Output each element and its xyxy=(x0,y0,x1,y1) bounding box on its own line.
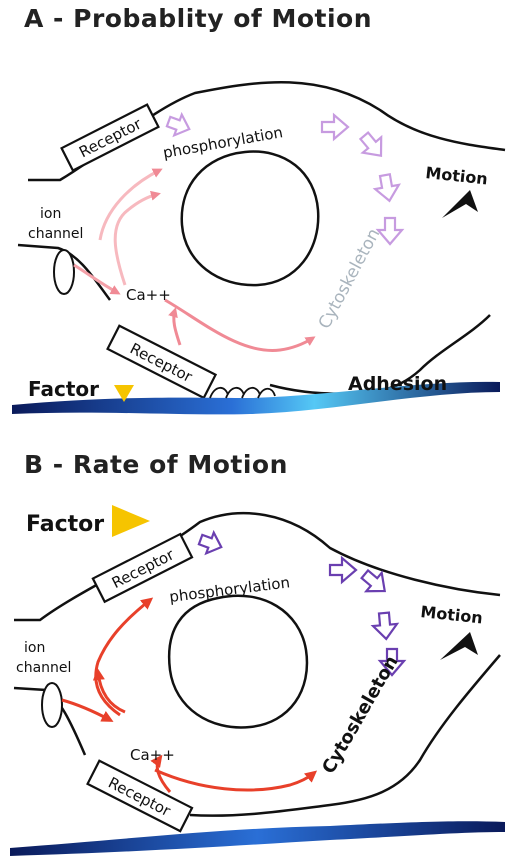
signal-arrow-ca-to-cytoskeleton-b xyxy=(155,770,314,790)
cytoskeleton-label-a: Cytoskeleton xyxy=(315,225,385,332)
factor-label-a: Factor xyxy=(28,377,99,401)
hollow-arrow-b3 xyxy=(357,565,392,600)
ion-label-a: ion xyxy=(40,206,61,222)
factor-triangle-b xyxy=(112,505,150,537)
ion-channel-b xyxy=(42,683,62,727)
motion-arrowhead-b xyxy=(440,632,478,660)
motion-label-a: Motion xyxy=(425,163,489,188)
adhesion-contacts xyxy=(210,388,275,398)
phosphorylation-label-b: phosphorylation xyxy=(168,573,291,606)
motion-label-b: Motion xyxy=(420,602,484,627)
signal-arrow-side-b xyxy=(98,672,125,712)
adhesion-label: Adhesion xyxy=(348,373,447,395)
signal-arrow-channel-to-ca xyxy=(74,265,118,293)
ion-channel xyxy=(54,250,74,294)
cytoskeleton-label-b: Cytoskeleton xyxy=(318,652,402,777)
hollow-arrow-b1 xyxy=(197,529,225,557)
signal-arrow-up-left xyxy=(115,194,158,285)
ion-label-b: ion xyxy=(24,640,45,656)
channel-label-b: channel xyxy=(16,660,71,676)
signal-arrow-ca-to-cytoskeleton xyxy=(165,300,313,350)
hollow-arrow-a5 xyxy=(378,218,402,244)
hollow-arrow-a1 xyxy=(165,111,193,139)
phospho-arrows-a xyxy=(165,111,402,244)
phospho-arrows-b xyxy=(197,529,404,675)
ca-label-b: Ca++ xyxy=(130,746,175,764)
nucleus xyxy=(182,152,318,286)
factor-label-b: Factor xyxy=(26,512,104,537)
hollow-arrow-a3 xyxy=(355,128,390,163)
signal-arrow-receptor-to-ca xyxy=(174,310,180,345)
signal-arrow-up-b xyxy=(96,600,150,715)
signal-arrow-to-phospho xyxy=(100,170,160,240)
panel-a: Receptor Receptor phosphorylation xyxy=(12,82,505,414)
channel-label-a: channel xyxy=(28,226,83,242)
ca-label-a: Ca++ xyxy=(126,286,171,304)
hollow-arrow-b4 xyxy=(372,612,398,640)
signal-arrow-channel-to-ca-b xyxy=(62,700,110,720)
motion-arrowhead-a xyxy=(442,190,478,218)
substrate-b xyxy=(10,821,505,856)
hollow-arrow-a2 xyxy=(322,115,348,139)
panel-b: Receptor Receptor Factor phosphorylation xyxy=(10,505,505,856)
hollow-arrow-b2 xyxy=(330,558,356,582)
nucleus-b xyxy=(169,596,307,728)
hollow-arrow-a4 xyxy=(373,173,401,203)
